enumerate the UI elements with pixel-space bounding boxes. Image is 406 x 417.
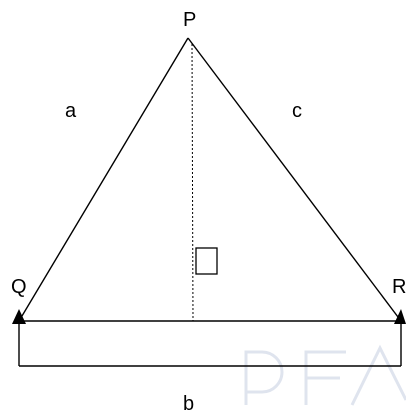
vertex-label-r: R (392, 276, 406, 298)
side-label-a: a (65, 100, 77, 122)
watermark-graphic (244, 344, 406, 406)
side-pr (187, 37, 402, 322)
side-pq (18, 37, 189, 322)
altitude-line (191, 43, 194, 322)
side-label-b: b (183, 393, 194, 415)
vertex-label-p: P (183, 9, 196, 31)
right-angle-marker (195, 247, 218, 275)
side-label-c: c (292, 100, 302, 122)
arrowhead-left (12, 309, 26, 324)
arrowhead-right (394, 309, 406, 324)
vertex-label-q: Q (11, 276, 27, 298)
